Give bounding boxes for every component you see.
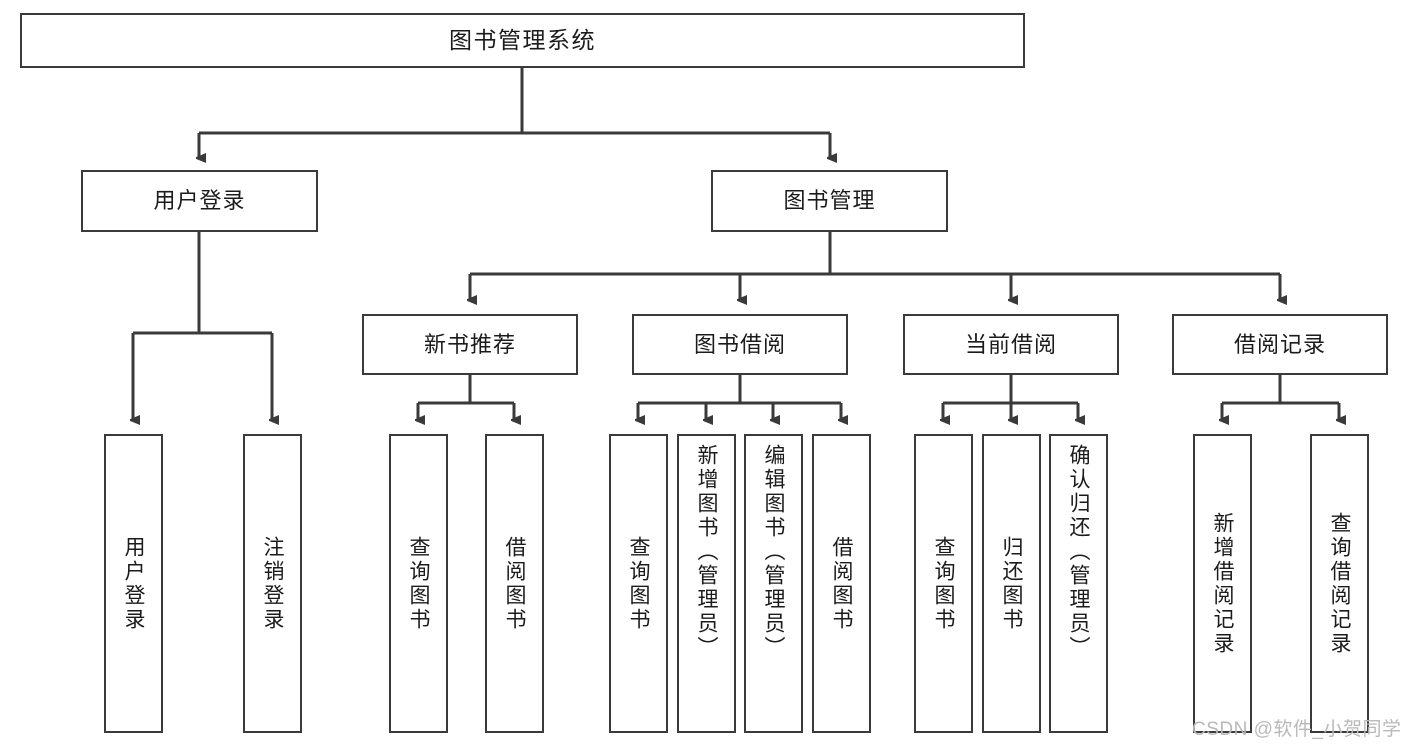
node-current-borrow[interactable]: 当前借阅 [903, 314, 1119, 375]
node-borrow-record-label: 借阅记录 [1233, 331, 1326, 357]
leaf-current-borrow-query[interactable]: 查询图书 [914, 434, 973, 733]
node-book-management-label: 图书管理 [783, 188, 876, 214]
leaf-borrow-record-query-label: 查询借阅记录 [1328, 511, 1351, 656]
leaf-current-borrow-return-label: 归还图书 [1000, 535, 1023, 632]
leaf-new-book-borrow[interactable]: 借阅图书 [485, 434, 544, 733]
leaf-user-login-signout-label: 注销登录 [261, 535, 284, 632]
leaf-book-borrow-add-label: 新增图书（管理员） [695, 444, 718, 660]
node-book-borrow-label: 图书借阅 [693, 331, 786, 357]
leaf-user-login-signout[interactable]: 注销登录 [243, 434, 302, 733]
leaf-user-login-signin-label: 用户登录 [122, 535, 145, 632]
leaf-book-borrow-query[interactable]: 查询图书 [609, 434, 668, 733]
leaf-current-borrow-query-label: 查询图书 [932, 535, 955, 632]
leaf-new-book-borrow-label: 借阅图书 [503, 535, 526, 632]
node-new-book-recommend-label: 新书推荐 [423, 331, 516, 357]
leaf-book-borrow-query-label: 查询图书 [627, 535, 650, 632]
node-user-login-label: 用户登录 [153, 188, 246, 214]
node-book-borrow[interactable]: 图书借阅 [632, 314, 848, 375]
leaf-book-borrow-add[interactable]: 新增图书（管理员） [677, 434, 736, 733]
node-root[interactable]: 图书管理系统 [20, 13, 1025, 68]
leaf-new-book-query-label: 查询图书 [407, 535, 430, 632]
watermark: CSDN @软件_小贺同学 [1192, 719, 1402, 740]
leaf-book-borrow-borrow-label: 借阅图书 [830, 535, 853, 632]
leaf-book-borrow-edit-label: 编辑图书（管理员） [762, 444, 785, 660]
node-current-borrow-label: 当前借阅 [964, 331, 1057, 357]
leaf-current-borrow-confirm[interactable]: 确认归还（管理员） [1049, 434, 1108, 733]
leaf-borrow-record-add[interactable]: 新增借阅记录 [1193, 434, 1252, 733]
leaf-current-borrow-return[interactable]: 归还图书 [982, 434, 1041, 733]
leaf-new-book-query[interactable]: 查询图书 [389, 434, 448, 733]
leaf-book-borrow-edit[interactable]: 编辑图书（管理员） [744, 434, 803, 733]
node-book-management[interactable]: 图书管理 [711, 170, 948, 232]
node-root-label: 图书管理系统 [449, 26, 596, 53]
leaf-borrow-record-add-label: 新增借阅记录 [1211, 511, 1234, 656]
node-new-book-recommend[interactable]: 新书推荐 [362, 314, 578, 375]
leaf-current-borrow-confirm-label: 确认归还（管理员） [1067, 444, 1090, 660]
leaf-book-borrow-borrow[interactable]: 借阅图书 [812, 434, 871, 733]
leaf-borrow-record-query[interactable]: 查询借阅记录 [1310, 434, 1369, 733]
node-borrow-record[interactable]: 借阅记录 [1172, 314, 1388, 375]
leaf-user-login-signin[interactable]: 用户登录 [104, 434, 163, 733]
node-user-login[interactable]: 用户登录 [81, 170, 318, 232]
